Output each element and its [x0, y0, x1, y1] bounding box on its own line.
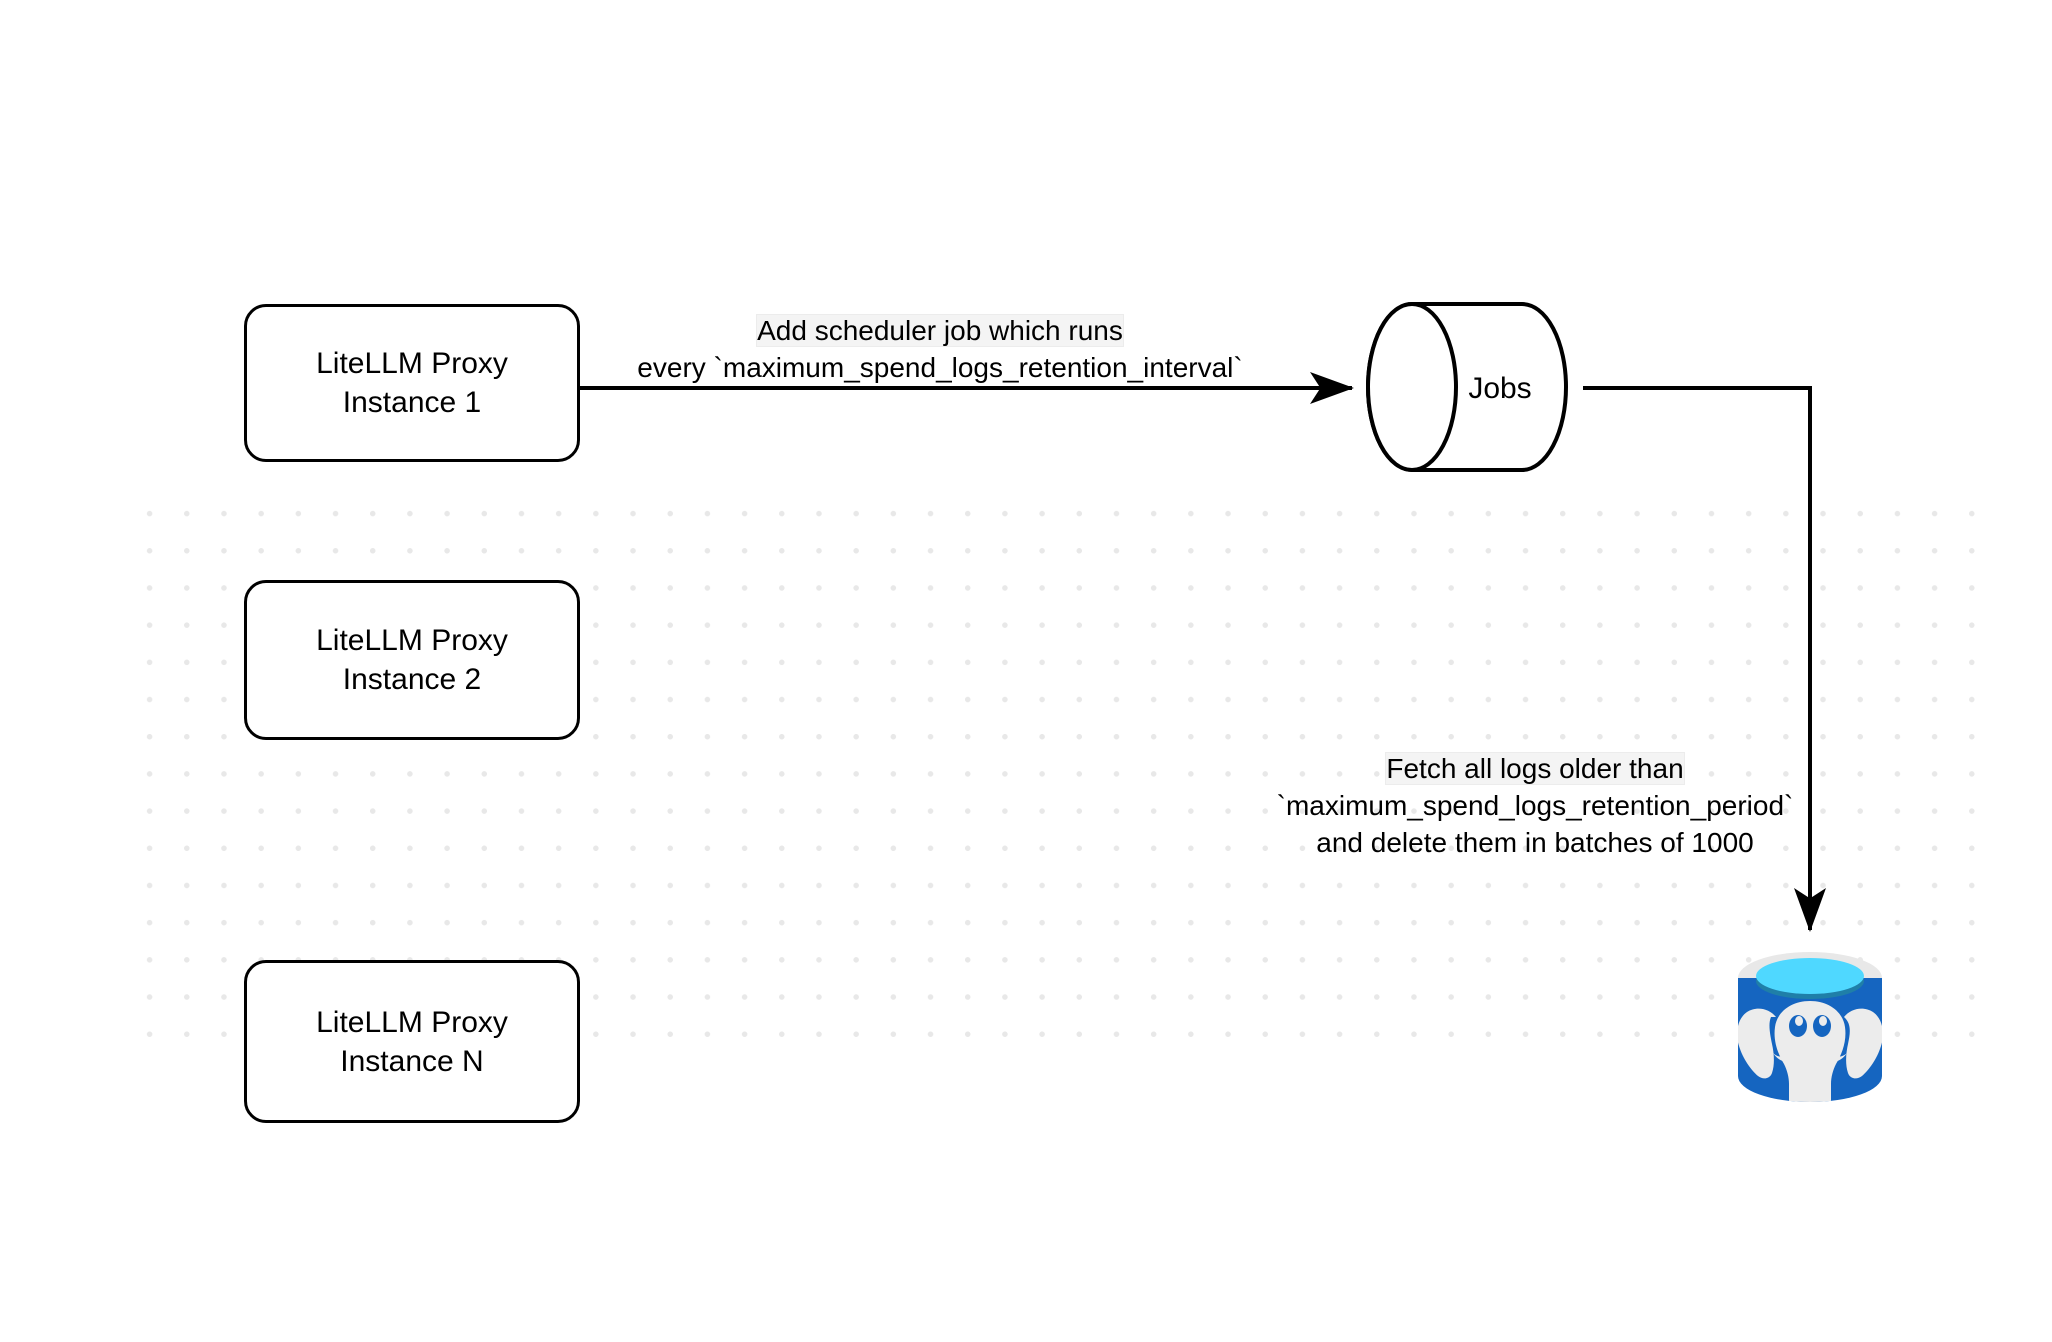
node-litellm-proxy-instance-n[interactable]: LiteLLM Proxy Instance N: [244, 960, 580, 1123]
edge-label-line-2: `maximum_spend_logs_retention_period`: [1276, 790, 1794, 822]
edge-label-add-scheduler-job: Add scheduler job which runs every `maxi…: [610, 312, 1270, 386]
node-label-line-2: Instance N: [340, 1044, 484, 1078]
postgresql-database-icon[interactable]: [1737, 952, 1883, 1120]
edge-label-line-1: Add scheduler job which runs: [757, 315, 1123, 346]
node-label-line-1: LiteLLM Proxy: [316, 1005, 508, 1039]
edge-label-fetch-and-delete-logs: Fetch all logs older than `maximum_spend…: [1245, 750, 1825, 862]
node-litellm-proxy-instance-1[interactable]: LiteLLM Proxy Instance 1: [244, 304, 580, 462]
postgres-elephant-logo: [1738, 1001, 1882, 1102]
db-inner-top: [1756, 958, 1864, 994]
jobs-cylinder-cap: [1366, 302, 1458, 472]
connector-jobs-to-postgres: [1583, 386, 1826, 932]
node-jobs-label: Jobs: [1468, 372, 1532, 405]
node-label-line-2: Instance 1: [342, 386, 482, 419]
node-label-line-1: LiteLLM Proxy: [316, 624, 508, 657]
node-litellm-proxy-instance-2[interactable]: LiteLLM Proxy Instance 2: [244, 580, 580, 740]
node-label-line-1: LiteLLM Proxy: [316, 347, 508, 380]
edge-label-line-3: and delete them in batches of 1000: [1316, 827, 1754, 859]
edge-label-line-1: Fetch all logs older than: [1386, 753, 1684, 784]
node-label-line-2: Instance 2: [342, 663, 482, 696]
edge-label-line-2: every `maximum_spend_logs_retention_inte…: [637, 352, 1243, 384]
node-jobs-cylinder[interactable]: [1366, 302, 1568, 472]
